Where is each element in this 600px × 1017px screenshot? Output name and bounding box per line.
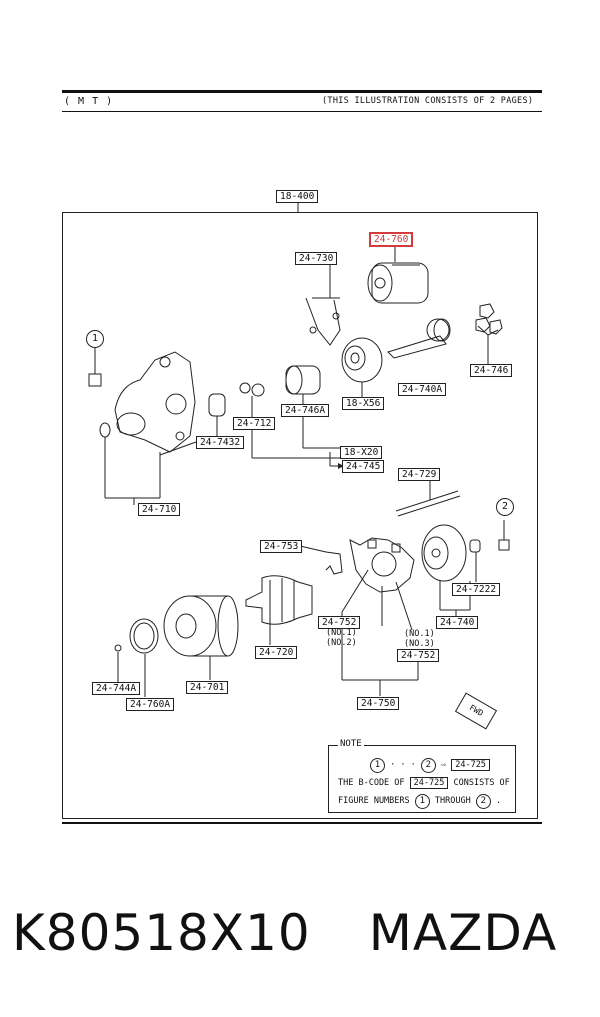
label-24-752-right: 24-752: [397, 649, 440, 662]
label-24-730: 24-730: [295, 252, 338, 265]
label-24-752-left: 24-752: [318, 616, 361, 629]
label-24-745: 24-745: [342, 460, 385, 473]
label-24-7222: 24-7222: [452, 583, 501, 596]
label-24-750: 24-750: [357, 697, 400, 710]
part-number: K80518X10: [12, 904, 311, 962]
sublabel-no2-left: (NO.2): [326, 638, 357, 648]
brand-name: MAZDA: [368, 904, 558, 962]
note-circle-1: 1: [370, 758, 385, 773]
label-24-746: 24-746: [470, 364, 513, 377]
header-right: (THIS ILLUSTRATION CONSISTS OF 2 PAGES): [322, 96, 534, 106]
note-text-post: CONSISTS OF: [453, 778, 510, 788]
label-24-729: 24-729: [398, 468, 441, 481]
note-dots: · · ·: [390, 760, 416, 770]
label-24-753: 24-753: [260, 540, 303, 553]
footer: K80518X10 MAZDA: [12, 904, 557, 962]
label-24-740: 24-740: [436, 616, 479, 629]
label-18-400: 18-400: [276, 190, 319, 203]
note-code-2: 24-725: [409, 777, 449, 789]
label-24-746A: 24-746A: [281, 404, 330, 417]
label-18-X20: 18-X20: [340, 446, 383, 459]
note-line-1: 1 · · · 2 ⇨ 24-725: [370, 758, 490, 773]
note-text-fig: FIGURE NUMBERS: [338, 796, 410, 806]
top-rule: [62, 90, 542, 93]
label-24-744A: 24-744A: [92, 682, 141, 695]
note-line-3: FIGURE NUMBERS 1 THROUGH 2 .: [338, 794, 501, 809]
sublabel-no3-right: (NO.3): [404, 639, 435, 649]
note-text-pre: THE B-CODE OF: [338, 778, 405, 788]
label-24-710: 24-710: [138, 503, 181, 516]
note-title: NOTE: [338, 739, 364, 749]
label-24-760A: 24-760A: [126, 698, 175, 711]
header-rule: [62, 111, 542, 112]
label-24-760-highlight: 24-760: [369, 232, 414, 247]
header-left: ( M T ): [64, 96, 114, 107]
note-line-2: THE B-CODE OF 24-725 CONSISTS OF: [338, 777, 510, 789]
sublabel-no1-right: (NO.1): [404, 629, 435, 639]
label-24-720: 24-720: [255, 646, 298, 659]
note-box: [328, 745, 516, 813]
note-circle-2: 2: [420, 758, 436, 773]
note-code-1: 24-725: [451, 759, 490, 771]
label-18-X56: 18-X56: [342, 397, 385, 410]
diagram-frame: [62, 212, 538, 819]
note-text-through: THROUGH: [434, 796, 471, 806]
label-24-701: 24-701: [186, 681, 229, 694]
note-circle-4: 2: [475, 794, 491, 809]
sublabel-no1-left: (NO.1): [326, 628, 357, 638]
callout-2: 2: [496, 498, 514, 516]
label-24-740A: 24-740A: [398, 383, 447, 396]
note-arrow: ⇨: [440, 760, 447, 770]
label-24-7432: 24-7432: [196, 436, 245, 449]
note-circle-3: 1: [414, 794, 430, 809]
bottom-rule: [62, 822, 542, 824]
note-text-end: .: [495, 796, 502, 806]
label-24-712: 24-712: [233, 417, 276, 430]
callout-1: 1: [86, 330, 104, 348]
